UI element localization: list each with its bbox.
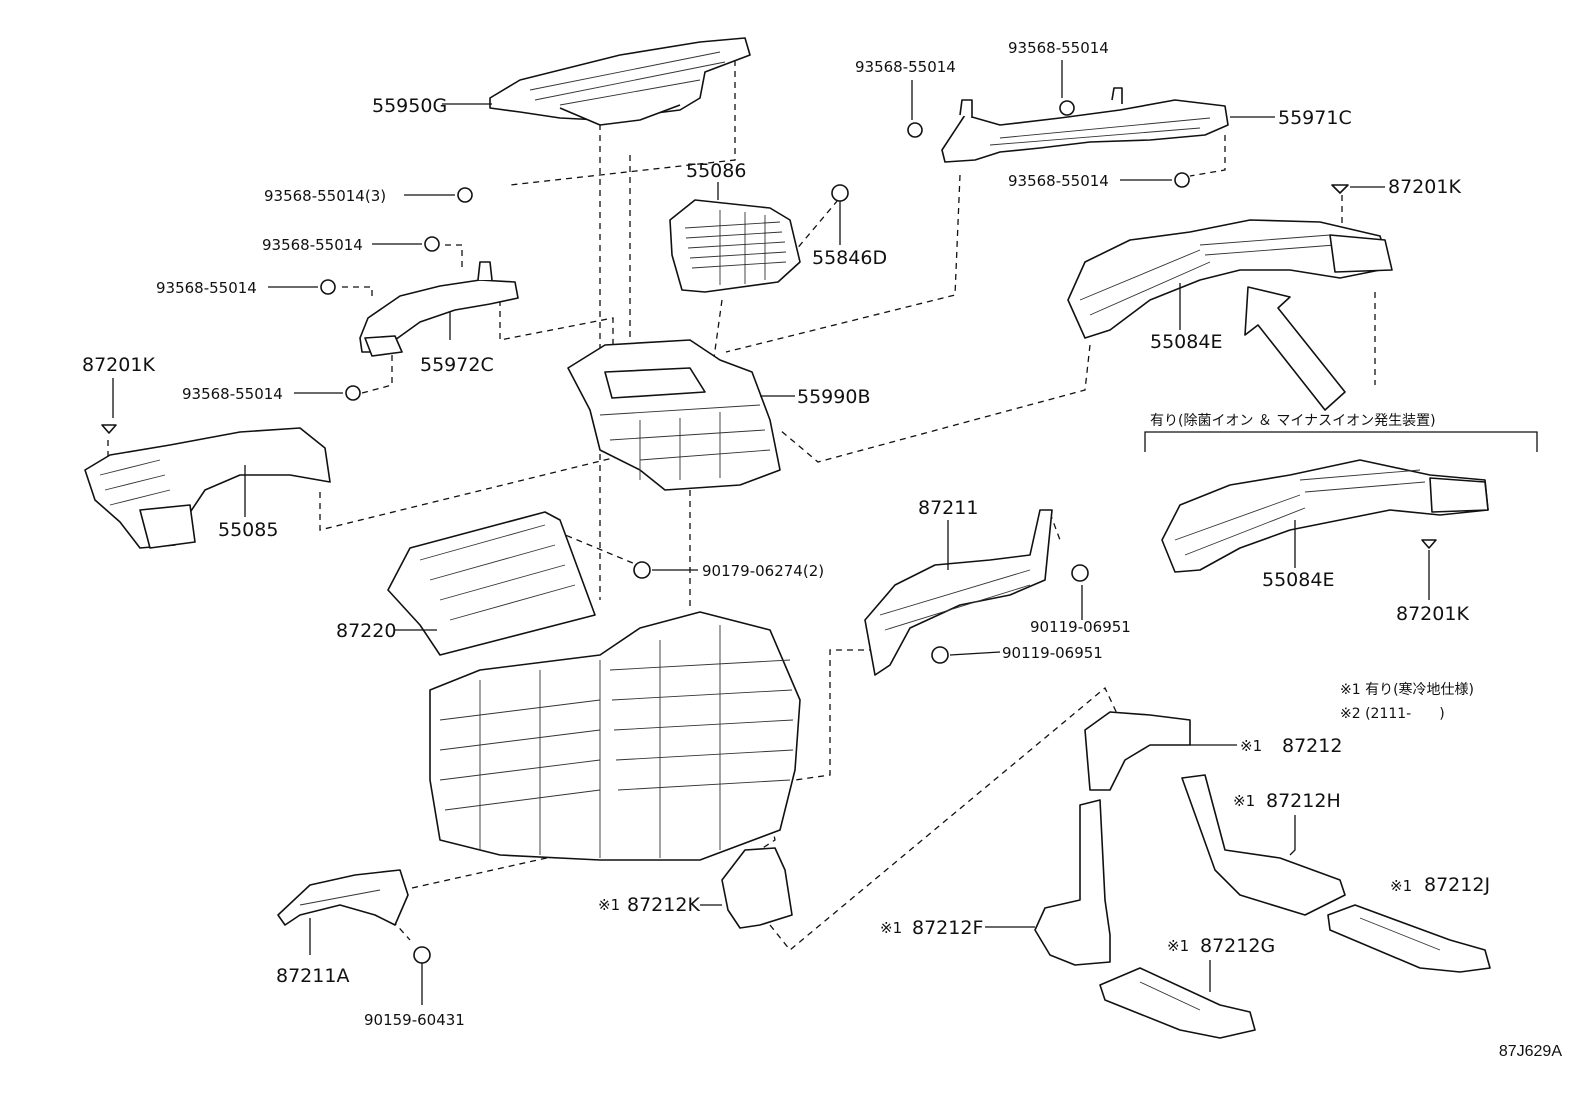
screw-icon	[1174, 172, 1190, 188]
part-87220-housing	[387, 511, 596, 656]
part-55990B-box	[567, 339, 781, 491]
part-87212F-duct	[1034, 799, 1111, 966]
part-55084E-top-duct	[1067, 219, 1393, 339]
label-87220: 87220	[336, 620, 396, 642]
arrow-icon	[1244, 286, 1346, 411]
note-marker: ※1	[1240, 737, 1262, 755]
part-55972C-duct	[359, 261, 519, 357]
label-93568-55014-qty3: 93568-55014(3)	[264, 187, 386, 205]
option-bracket	[1144, 431, 1538, 452]
label-93568-55014: 93568-55014	[1008, 39, 1109, 57]
clip-icon	[101, 424, 117, 434]
part-87212H-duct	[1181, 774, 1346, 916]
label-55990B: 55990B	[797, 386, 870, 408]
option-heading: 有り(除菌イオン ＆ マイナスイオン発生装置)	[1150, 413, 1436, 429]
label-87212H: 87212H	[1266, 790, 1341, 812]
note-marker: ※1	[880, 919, 902, 937]
screw-icon	[907, 122, 923, 138]
part-87212J-duct	[1327, 904, 1491, 973]
label-93568-55014: 93568-55014	[182, 385, 283, 403]
nut-icon	[633, 561, 651, 579]
leader-lines	[112, 60, 1430, 1005]
part-labels: 55950G 93568-55014(3) 93568-55014 93568-…	[82, 39, 1490, 1029]
note-marker: ※1	[1167, 937, 1189, 955]
label-55085: 55085	[218, 519, 278, 541]
label-90179-06274-qty2: 90179-06274(2)	[702, 562, 824, 580]
label-87211A: 87211A	[276, 965, 349, 987]
label-90159-60431: 90159-60431	[364, 1011, 465, 1029]
part-55086-register	[669, 199, 801, 293]
label-87201K: 87201K	[82, 354, 155, 376]
part-55085-duct	[84, 427, 331, 549]
part-87211A-duct	[277, 869, 409, 926]
label-87212G: 87212G	[1200, 935, 1275, 957]
screw-icon	[1059, 100, 1075, 116]
part-55084E-bottom-duct	[1161, 459, 1489, 573]
label-87201K: 87201K	[1388, 176, 1461, 198]
screw-icon	[320, 279, 336, 295]
label-90119-06951: 90119-06951	[1030, 618, 1131, 636]
note-1: ※1 有り(寒冷地仕様)	[1340, 681, 1474, 698]
bolt-icon	[413, 946, 431, 964]
label-87201K: 87201K	[1396, 603, 1469, 625]
label-93568-55014: 93568-55014	[156, 279, 257, 297]
label-87212F: 87212F	[912, 917, 983, 939]
part-87212-duct	[1084, 711, 1191, 791]
label-55084E: 55084E	[1262, 569, 1334, 591]
label-55086: 55086	[686, 160, 746, 182]
screw-icon	[457, 187, 473, 203]
part-55950G-panel	[489, 37, 751, 126]
label-87211: 87211	[918, 497, 978, 519]
screw-icon	[345, 385, 361, 401]
note-marker: ※1	[1233, 792, 1255, 810]
label-55846D: 55846D	[812, 247, 887, 269]
part-55971C-duct	[941, 87, 1229, 163]
part-87212G-duct	[1099, 967, 1256, 1039]
label-87212K: 87212K	[627, 894, 700, 916]
label-87212J: 87212J	[1424, 874, 1490, 896]
part-hvac-unit	[429, 611, 801, 861]
part-87211-duct	[864, 509, 1053, 676]
screw-icon	[424, 236, 440, 252]
screw-icons	[101, 100, 1437, 964]
bolt-icon	[931, 646, 949, 664]
label-55950G: 55950G	[372, 95, 447, 117]
note-marker: ※1	[598, 896, 620, 914]
label-93568-55014: 93568-55014	[1008, 172, 1109, 190]
clip-icon	[831, 184, 849, 202]
label-93568-55014: 93568-55014	[262, 236, 363, 254]
clip-icon	[1421, 539, 1437, 549]
label-55972C: 55972C	[420, 354, 494, 376]
label-90119-06951: 90119-06951	[1002, 644, 1103, 662]
note-2: ※2 (2111- )	[1340, 706, 1445, 722]
clip-icon	[1331, 184, 1349, 194]
part-87212K-duct	[721, 847, 793, 929]
label-87212: 87212	[1282, 735, 1342, 757]
label-55084E: 55084E	[1150, 331, 1222, 353]
label-93568-55014: 93568-55014	[855, 58, 956, 76]
label-55971C: 55971C	[1278, 107, 1352, 129]
drawing-code: 87J629A	[1498, 1043, 1562, 1060]
note-marker: ※1	[1390, 877, 1412, 895]
bolt-icon	[1071, 564, 1089, 582]
